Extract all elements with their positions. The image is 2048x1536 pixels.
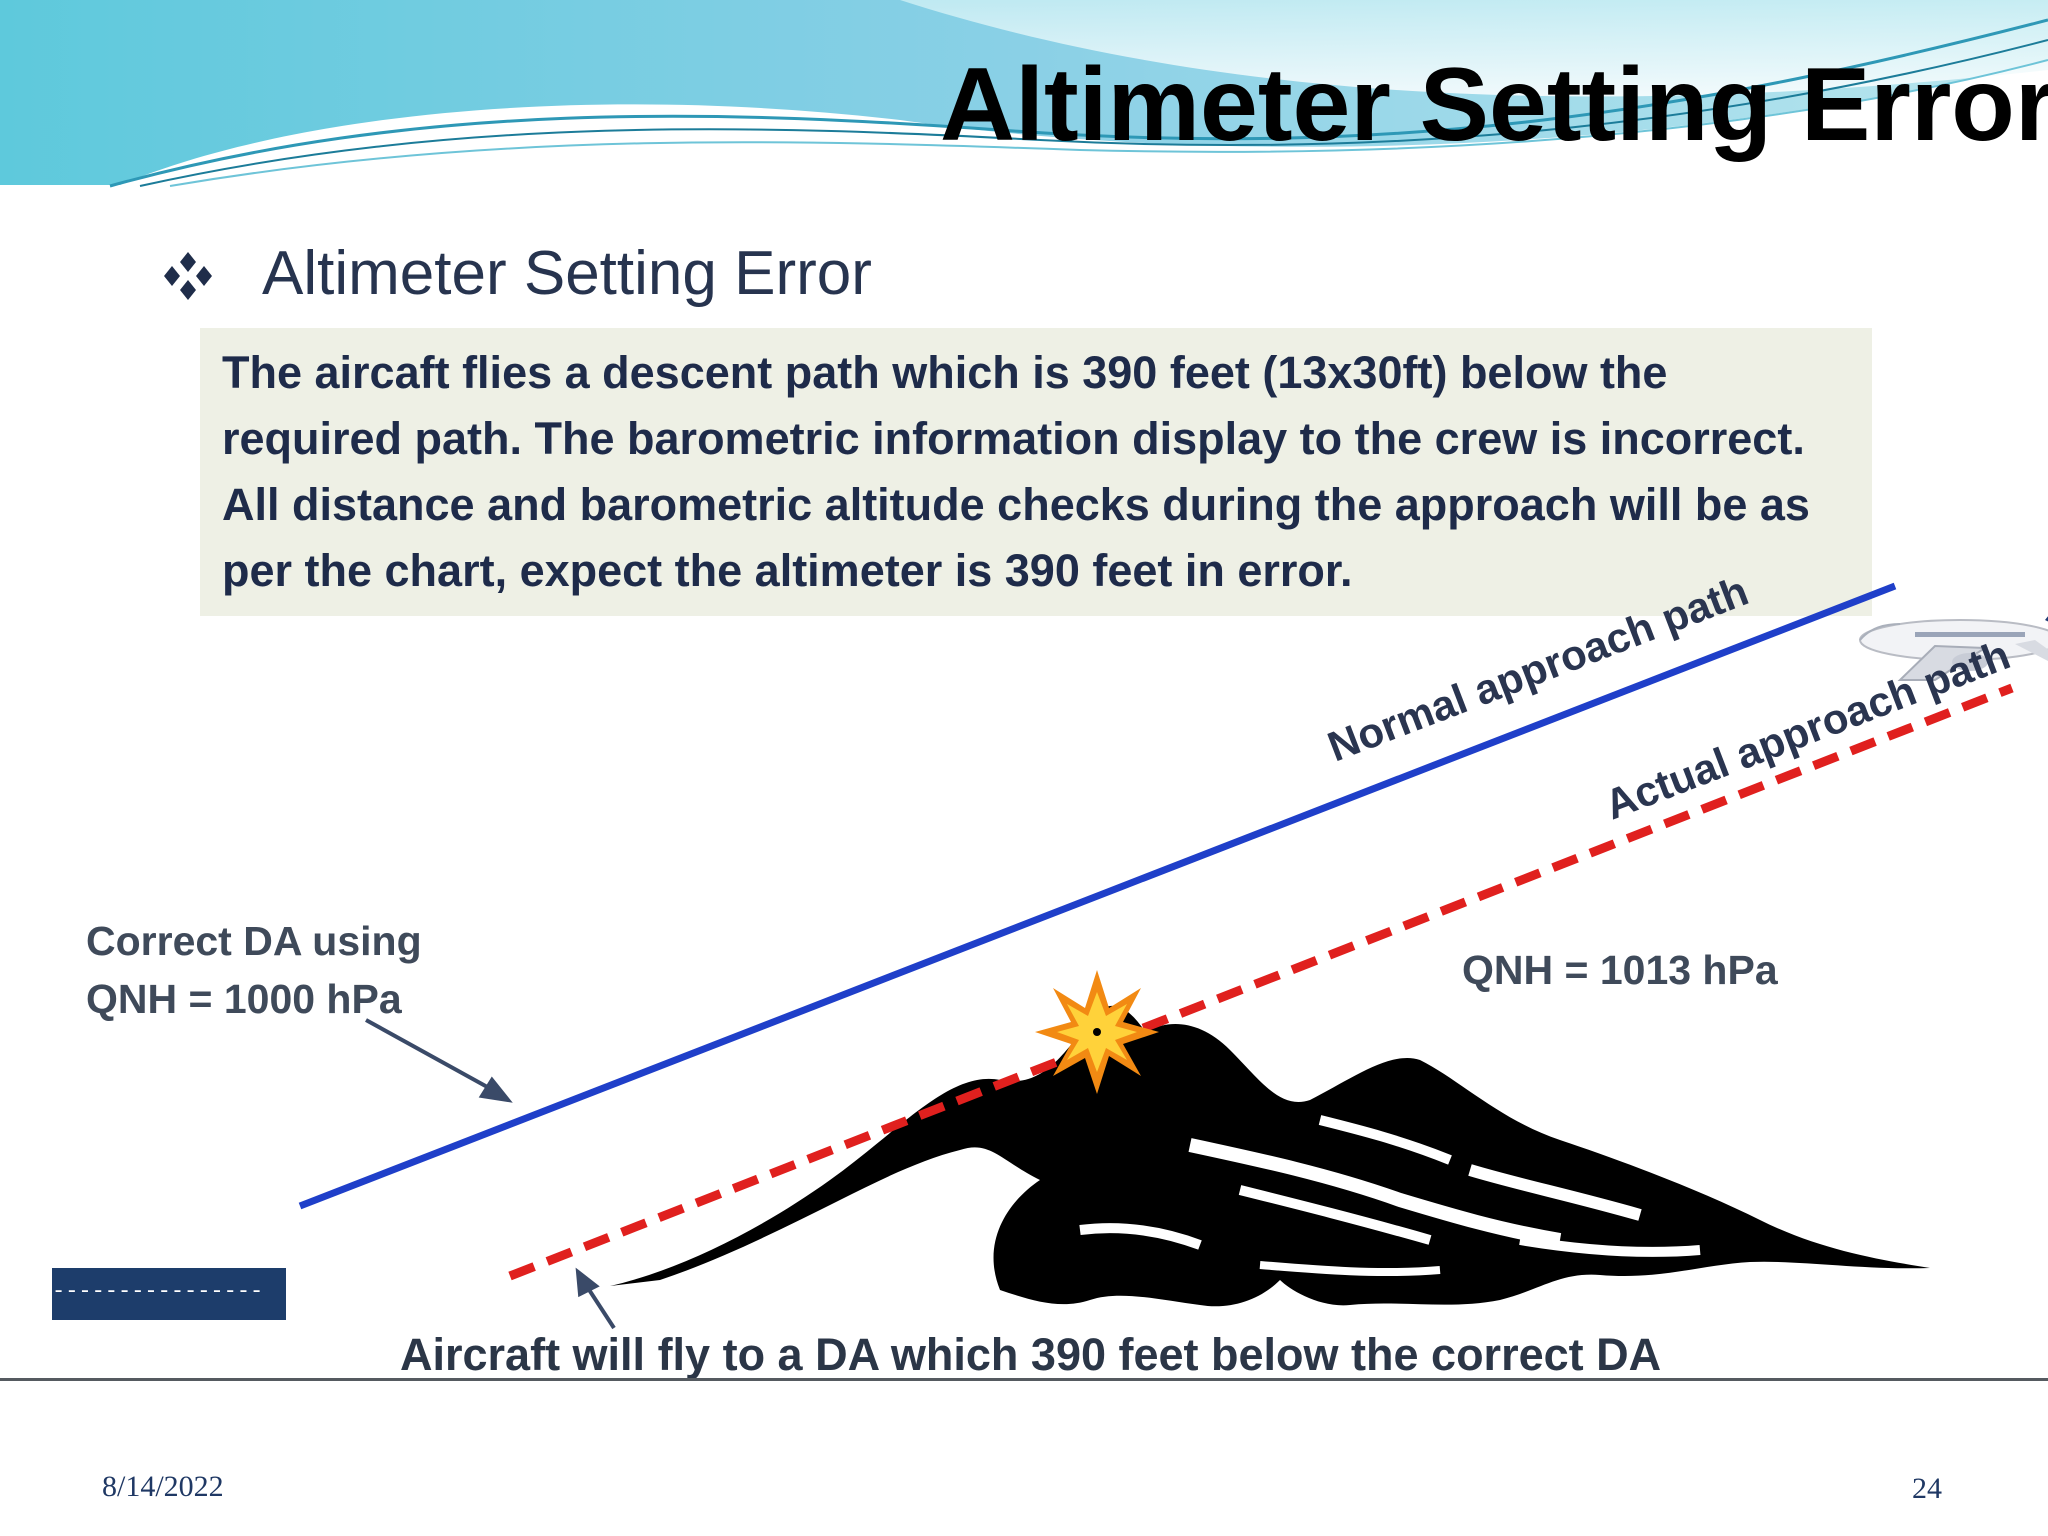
dashes-box: [52, 1268, 286, 1320]
approach-diagram: Normal approach path Actual approach pat…: [298, 567, 2048, 1330]
correct-da-line: QNH = 1000 hPa: [86, 976, 402, 1022]
explosion-icon: [1035, 970, 1159, 1094]
actual-approach-path: [508, 683, 2014, 1281]
dashes-text: ----------------: [52, 1281, 264, 1303]
airplane-icon: [1859, 616, 2048, 681]
page-number: 24: [1912, 1472, 1942, 1505]
description-text: The aircaft flies a descent path which i…: [222, 340, 1862, 604]
description-line: per the chart, expect the altimeter is 3…: [222, 545, 1353, 596]
slide-title: Altimeter Setting Error: [940, 47, 2048, 163]
arrow-icon: [365, 1018, 513, 1103]
header-swoosh: [0, 0, 2048, 188]
actual-approach-path-label: Actual approach path: [1598, 631, 2016, 829]
diamond-bullet-icon: [164, 252, 212, 300]
bullet-heading: Altimeter Setting Error: [262, 239, 872, 308]
description-line: All distance and barometric altitude che…: [222, 479, 1810, 530]
correct-da-line: Correct DA using: [86, 918, 422, 964]
normal-approach-path: [298, 582, 1897, 1210]
description-line: The aircaft flies a descent path which i…: [222, 347, 1668, 398]
description-box: [200, 328, 1872, 616]
qnh-actual-label: QNH = 1013 hPa: [1462, 947, 1778, 993]
arrow-icon: [575, 1267, 616, 1330]
description-line: required path. The barometric informatio…: [222, 413, 1805, 464]
mountain-icon: [610, 1005, 1930, 1307]
bottom-note: Aircraft will fly to a DA which 390 feet…: [400, 1329, 1662, 1380]
date-footer: 8/14/2022: [102, 1470, 224, 1503]
correct-da-label: Correct DA using QNH = 1000 hPa: [86, 912, 422, 1028]
footer-divider: [0, 1378, 2048, 1381]
